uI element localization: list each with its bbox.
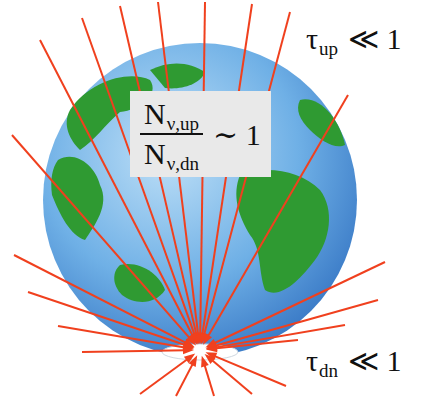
neutrino-ray	[213, 355, 286, 386]
neutrino-ray	[204, 363, 214, 396]
neutrino-ray	[28, 292, 187, 346]
neutrino-ray	[176, 362, 194, 396]
symbol: τ	[306, 344, 318, 378]
subscript: up	[319, 38, 338, 60]
subscript: dn	[319, 360, 338, 382]
neutrino-ray	[82, 350, 186, 352]
relation: ∼ 1	[213, 117, 261, 152]
denominator: Nν,dn	[140, 135, 203, 171]
optical-depth-down: τdn≪ 1	[306, 343, 402, 378]
neutrino-ray	[214, 325, 345, 348]
subscript: ν,up	[167, 113, 199, 135]
symbol: N	[144, 97, 166, 131]
neutrino-ray	[214, 340, 298, 349]
relation: ≪ 1	[348, 343, 402, 378]
arrowhead	[189, 355, 198, 367]
neutrino-ray	[40, 40, 194, 338]
subscript: ν,dn	[167, 153, 199, 175]
neutrino-ray	[207, 95, 348, 338]
neutrino-ray	[211, 359, 252, 394]
neutrino-ray	[14, 255, 188, 344]
relation: ≪ 1	[348, 21, 402, 56]
neutrino-ray	[140, 358, 189, 394]
optical-depth-up: τup≪ 1	[306, 21, 402, 56]
symbol: τ	[306, 22, 318, 56]
arrowhead	[183, 346, 194, 354]
continents	[51, 63, 345, 302]
neutrino-ray	[58, 326, 186, 348]
neutrino-ray	[12, 135, 191, 339]
arrowhead	[206, 352, 218, 360]
symbol: N	[144, 137, 166, 171]
neutrino-rays	[12, 2, 385, 396]
numerator: Nν,up	[140, 97, 203, 135]
neutrino-ray	[213, 262, 385, 344]
fraction: Nν,upNν,dn	[140, 97, 203, 171]
ratio-box: Nν,upNν,dn ∼ 1	[130, 91, 271, 177]
arrowhead	[206, 344, 217, 352]
